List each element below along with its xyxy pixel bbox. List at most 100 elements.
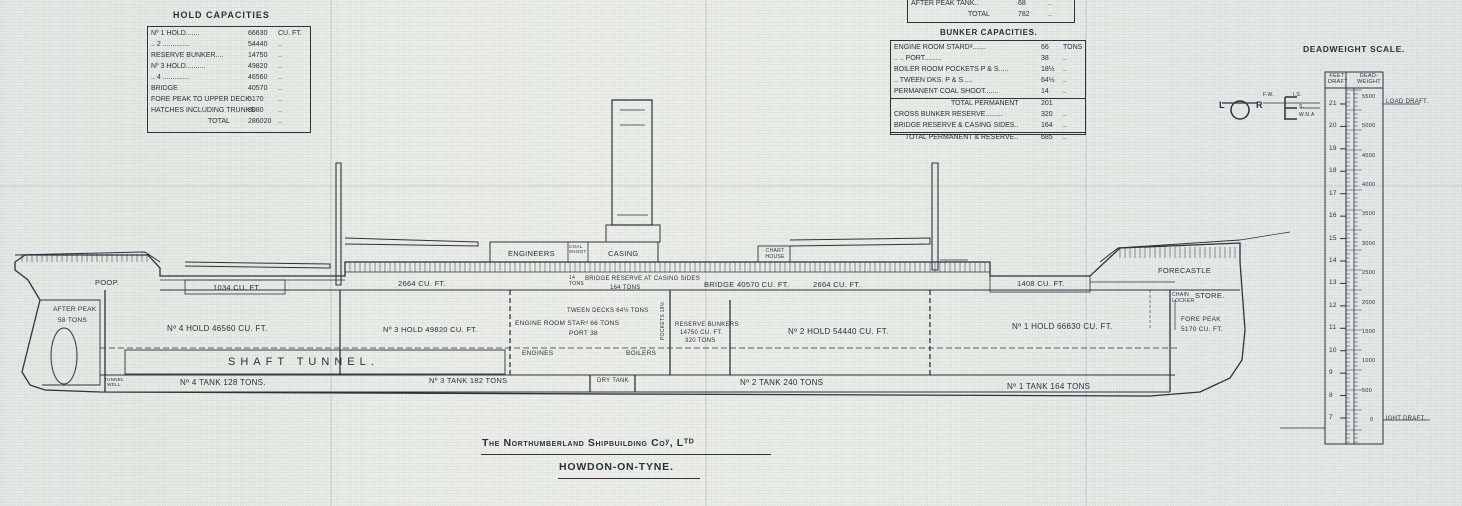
- table-row: Permanent Coal Shoot.......14..: [891, 87, 1085, 99]
- table-row: Reserve Bunker.... 14750..: [148, 51, 310, 62]
- mark-fw: F.W.: [1263, 92, 1274, 98]
- row-value: 8080: [248, 107, 264, 114]
- table-row: Total Permanent201: [891, 99, 1085, 110]
- mark-s: S.: [1299, 104, 1305, 110]
- engineers-label: Engineers: [508, 249, 555, 258]
- row-unit: Tons: [1063, 44, 1083, 51]
- bridge-label: Bridge 40570 Cu. Ft.: [704, 280, 790, 289]
- row-value: 14750: [248, 52, 268, 59]
- row-unit: ..: [1063, 66, 1067, 73]
- row-value: 5170: [248, 96, 264, 103]
- table-row: Total Permanent & Reserve..685..: [891, 133, 1085, 144]
- feet-tick-label: 19: [1329, 144, 1337, 152]
- deadweight-tick-label: 5500: [1362, 94, 1376, 100]
- row-unit: ..: [1063, 111, 1067, 118]
- tween-2664a-label: 2664 Cu. Ft.: [398, 279, 446, 288]
- tank2-label: Nº 2 Tank 240 Tons: [740, 378, 824, 387]
- table-row: Nº 3 Hold..........49820..: [148, 62, 310, 73]
- row-value: 38: [1041, 55, 1049, 62]
- feet-tick-label: 11: [1329, 324, 1337, 332]
- mark-is: I.S.: [1293, 92, 1302, 98]
- hold2-label: Nº 2 Hold 54440 Cu. Ft.: [788, 327, 889, 336]
- row-unit: ..: [278, 96, 282, 103]
- row-label: After Peak Tank..: [911, 0, 979, 7]
- reserve-cuft-label: 14750 Cu. Ft.: [680, 330, 723, 336]
- table-row: .. Tween Dks. P & S..... 64½..: [891, 76, 1085, 87]
- deadweight-tick-label: 5000: [1362, 123, 1376, 130]
- row-label: Engine Room Stardᵈ.......: [894, 44, 986, 51]
- deadweight-tick-label: 4000: [1362, 182, 1376, 189]
- row-unit: ..: [1063, 55, 1067, 62]
- table-row: .. .. Port......... 38..: [891, 54, 1085, 65]
- table-row: Cross Bunker Reserve.........320..: [891, 110, 1085, 121]
- row-label: Hatches including Trunks: [151, 107, 255, 114]
- tanks-table: After Peak Tank..68..Total782..: [907, 0, 1075, 23]
- row-label: Reserve Bunker....: [151, 52, 224, 59]
- row-value: 40570: [248, 85, 268, 92]
- tween-1408-label: 1408 Cu. Ft.: [1017, 279, 1065, 288]
- chain-locker-label: Chain Locker: [1172, 292, 1195, 304]
- bunker-capacities-table: Engine Room Stardᵈ....... 66 Tons .. .. Por…: [890, 40, 1086, 141]
- row-unit: ..: [278, 52, 282, 59]
- row-value: 685: [1041, 134, 1053, 141]
- deadweight-tick-label: 1500: [1362, 328, 1376, 335]
- company-underline: [481, 454, 771, 455]
- table-row: Total782..: [908, 10, 1074, 21]
- table-row: Bridge Reserve & Casing Sides..164..: [891, 121, 1085, 133]
- fore-peak-capacity: 5170 Cu. Ft.: [1181, 326, 1223, 333]
- fold-crease: [0, 185, 1462, 187]
- row-value: 320: [1041, 111, 1053, 118]
- row-value: 64½: [1041, 77, 1055, 84]
- deadweight-tick-label: 0: [1370, 417, 1374, 423]
- tank4-label: Nº 4 Tank 128 Tons.: [180, 378, 266, 387]
- deadweight-tick-label: 3000: [1362, 240, 1376, 247]
- forecastle-label: Forecastle: [1158, 266, 1212, 275]
- row-unit: ..: [1063, 134, 1067, 141]
- boilers-label: Boilers: [626, 350, 657, 357]
- row-value: 14: [1041, 88, 1049, 95]
- row-unit: ..: [1063, 77, 1067, 84]
- col-feet-draft: Feet Draft: [1328, 73, 1348, 85]
- row-label: Total: [968, 11, 990, 18]
- mark-r: R: [1256, 100, 1263, 110]
- hold1-label: Nº 1 Hold 66630 Cu. Ft.: [1012, 322, 1113, 331]
- tween-1034-label: 1034 Cu. Ft.: [213, 283, 261, 292]
- shaft-tunnel-label: Shaft Tunnel.: [228, 356, 379, 368]
- row-value: 164: [1041, 122, 1053, 129]
- row-value: 66630: [248, 30, 268, 37]
- table-row: Hatches including Trunks8080..: [148, 106, 310, 117]
- pockets-label: Pockets 18½: [660, 301, 666, 340]
- load-draft-label: Load Draft.: [1386, 99, 1429, 105]
- feet-tick-label: 9: [1329, 369, 1333, 377]
- row-label: Nº 1 Hold.......: [151, 30, 200, 37]
- feet-tick-label: 16: [1329, 212, 1337, 220]
- feet-tick-label: 15: [1329, 234, 1337, 242]
- bunker-capacities-title: Bunker Capacities.: [940, 28, 1038, 37]
- row-label: Fore Peak to Upper Deck: [151, 96, 250, 103]
- feet-tick-label: 21: [1329, 100, 1337, 107]
- row-value: 66: [1041, 44, 1049, 51]
- fold-crease: [330, 0, 332, 506]
- feet-tick-label: 10: [1329, 346, 1337, 354]
- row-label: .. .. Port.........: [894, 55, 942, 62]
- row-unit: ..: [278, 85, 282, 92]
- table-row: Boiler Room Pockets P & S.....18½..: [891, 65, 1085, 76]
- table-row: Total286020..: [148, 117, 310, 128]
- hold3-label: Nº 3 Hold 49820 Cu. Ft.: [383, 325, 478, 334]
- hold-capacities-title: Hold Capacities: [173, 10, 270, 20]
- engine-room-label: Engine Room Starᵈ 66 Tons: [515, 320, 620, 327]
- table-row: After Peak Tank..68..: [908, 0, 1074, 10]
- hold4-label: Nº 4 Hold 46560 Cu. Ft.: [167, 324, 268, 333]
- small-14-label: 14 Tons: [569, 275, 584, 287]
- row-unit: Cu. Ft.: [278, 30, 302, 37]
- engine-port-label: Port 38: [569, 330, 598, 337]
- casing-label: Casing: [608, 249, 639, 258]
- row-label: .. Tween Dks. P & S.....: [894, 77, 973, 84]
- row-label: Bridge: [151, 85, 178, 92]
- deadweight-tick-label: 2500: [1362, 270, 1376, 277]
- row-label: Nº 3 Hold..........: [151, 63, 206, 70]
- feet-tick-label: 17: [1329, 189, 1337, 197]
- dry-tank-label: Dry Tank: [597, 378, 629, 384]
- reserve-bunkers-label: Reserve Bunkers: [675, 322, 739, 328]
